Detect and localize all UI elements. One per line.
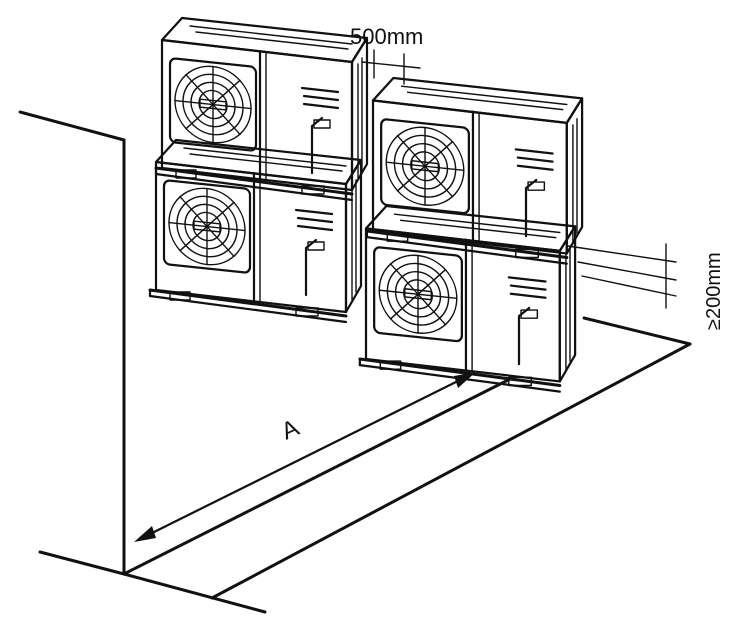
- distance-label: A: [277, 414, 303, 445]
- distance-arrow: [134, 372, 476, 542]
- wall-floor-outline: [18, 110, 692, 614]
- outdoor-unit-left-bottom: [150, 140, 361, 322]
- gap-label: 500mm: [350, 24, 423, 49]
- outdoor-unit-right-top: [367, 78, 582, 264]
- height-dimension: [567, 243, 677, 309]
- outdoor-unit-left-top: [156, 18, 367, 200]
- gap-dimension: [361, 49, 421, 85]
- height-label: ≥200mm: [703, 252, 725, 330]
